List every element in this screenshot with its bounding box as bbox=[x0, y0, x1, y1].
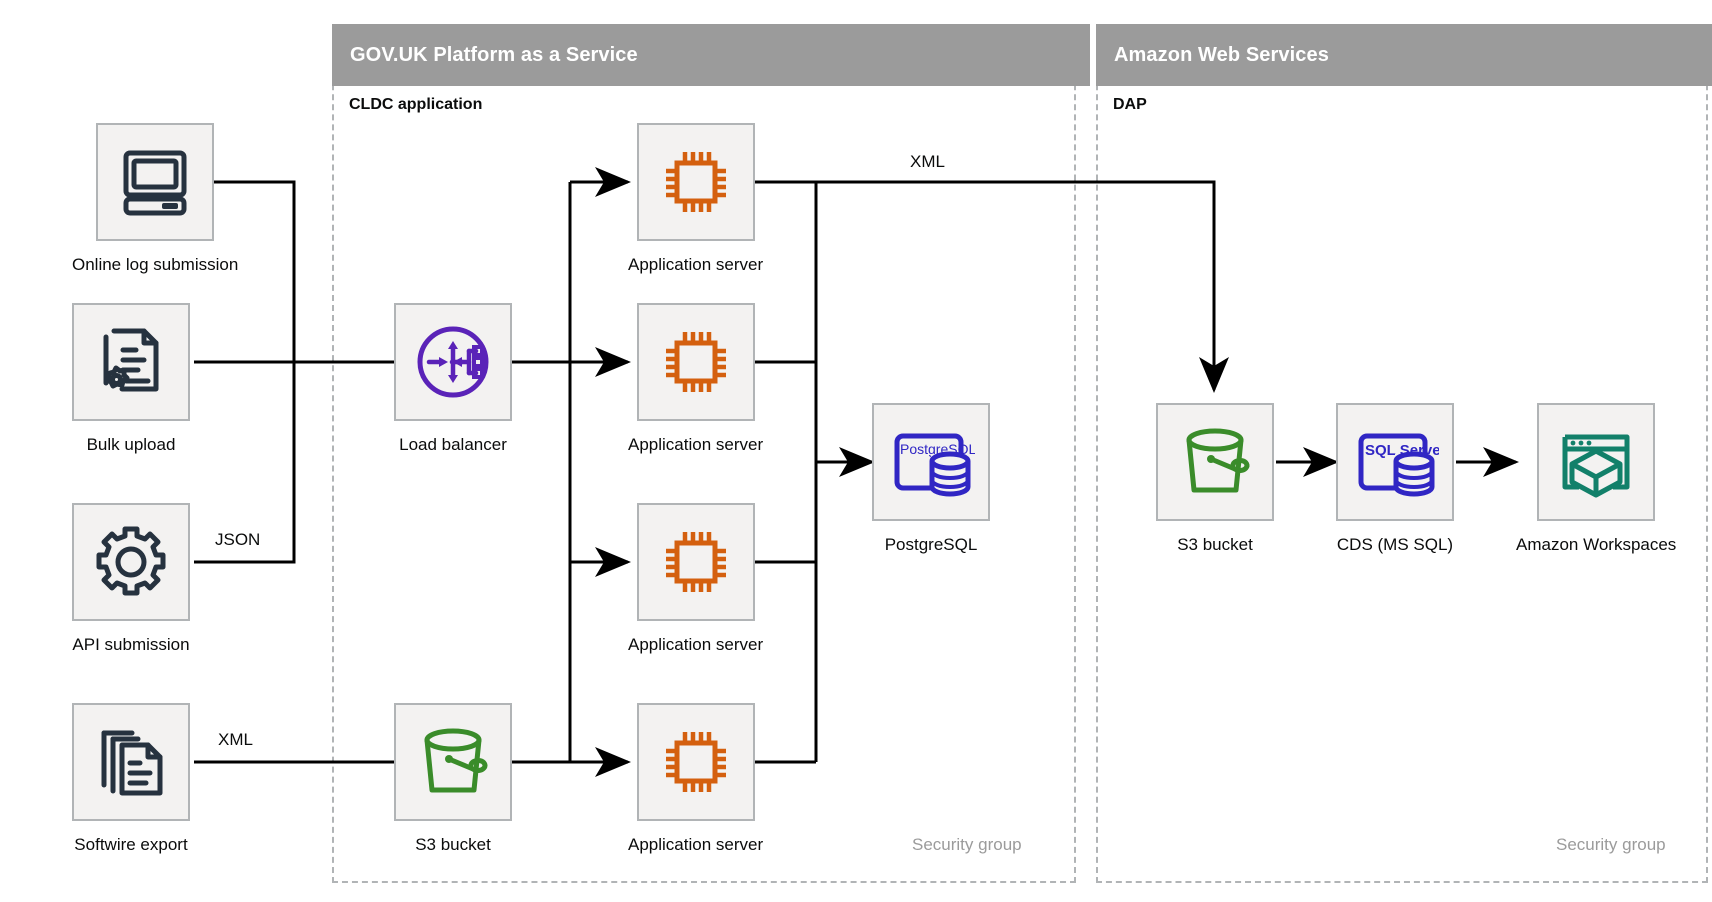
load-balancer-icon bbox=[394, 303, 512, 421]
amazon-workspaces-icon bbox=[1537, 403, 1656, 521]
cpu-chip-icon bbox=[636, 123, 755, 241]
node-amazon-workspaces[interactable]: Amazon Workspaces bbox=[1516, 403, 1676, 555]
node-label: PostgreSQL bbox=[884, 535, 978, 554]
cpu-chip-icon bbox=[636, 503, 755, 621]
node-s3-bucket-aws[interactable]: S3 bucket bbox=[1156, 403, 1274, 555]
node-application-server-4[interactable]: Application server bbox=[628, 703, 763, 855]
node-s3-bucket-paas[interactable]: S3 bucket bbox=[394, 703, 512, 855]
node-label: Amazon Workspaces bbox=[1516, 535, 1677, 554]
group-paas-footer: Security group bbox=[912, 835, 1022, 854]
node-api-submission[interactable]: API submission bbox=[72, 503, 190, 655]
node-softwire-export[interactable]: Softwire export bbox=[72, 703, 190, 855]
group-paas-subtitle: CLDC application bbox=[349, 96, 483, 113]
document-gear-icon bbox=[72, 303, 190, 421]
node-label: Softwire export bbox=[74, 835, 188, 854]
edge-label-xml-app: XML bbox=[910, 152, 945, 171]
node-application-server-2[interactable]: Application server bbox=[628, 303, 763, 455]
node-label: CDS (MS SQL) bbox=[1336, 535, 1454, 554]
node-label: S3 bucket bbox=[1177, 535, 1253, 554]
node-label: Load balancer bbox=[399, 435, 507, 454]
node-label: Application server bbox=[628, 255, 764, 274]
s3-bucket-icon bbox=[394, 703, 512, 821]
postgresql-database-icon: PostgreSQL bbox=[872, 403, 990, 521]
group-aws-header: Amazon Web Services bbox=[1096, 24, 1712, 86]
node-label: Online log submission bbox=[72, 255, 239, 274]
sql-server-database-icon: SQL Server bbox=[1336, 403, 1454, 521]
s3-bucket-icon bbox=[1156, 403, 1274, 521]
group-paas-header: GOV.UK Platform as a Service bbox=[332, 24, 1090, 86]
node-bulk-upload[interactable]: Bulk upload bbox=[72, 303, 190, 455]
node-postgresql[interactable]: PostgreSQL PostgreSQL bbox=[872, 403, 990, 555]
node-online-log-submission[interactable]: Online log submission bbox=[72, 123, 238, 275]
documents-stack-icon bbox=[72, 703, 190, 821]
gear-icon bbox=[72, 503, 190, 621]
group-aws-footer: Security group bbox=[1556, 835, 1666, 854]
node-application-server-3[interactable]: Application server bbox=[628, 503, 763, 655]
node-label: Application server bbox=[628, 435, 764, 454]
cpu-chip-icon bbox=[636, 703, 755, 821]
node-label: S3 bucket bbox=[415, 835, 491, 854]
node-application-server-1[interactable]: Application server bbox=[628, 123, 763, 275]
node-load-balancer[interactable]: Load balancer bbox=[394, 303, 512, 455]
edge-label-xml-softwire: XML bbox=[218, 730, 253, 749]
desktop-computer-icon bbox=[96, 123, 215, 241]
group-aws-subtitle: DAP bbox=[1113, 96, 1147, 113]
group-aws-title: Amazon Web Services bbox=[1114, 43, 1329, 66]
node-label: Application server bbox=[628, 835, 764, 854]
cpu-chip-icon bbox=[636, 303, 755, 421]
node-label: Application server bbox=[628, 635, 764, 654]
node-cds-ms-sql[interactable]: SQL Server CDS (MS SQL) bbox=[1336, 403, 1454, 555]
edge-label-json: JSON bbox=[215, 530, 261, 549]
group-paas-title: GOV.UK Platform as a Service bbox=[350, 43, 638, 66]
node-label: Bulk upload bbox=[86, 435, 176, 454]
node-label: API submission bbox=[72, 635, 190, 654]
